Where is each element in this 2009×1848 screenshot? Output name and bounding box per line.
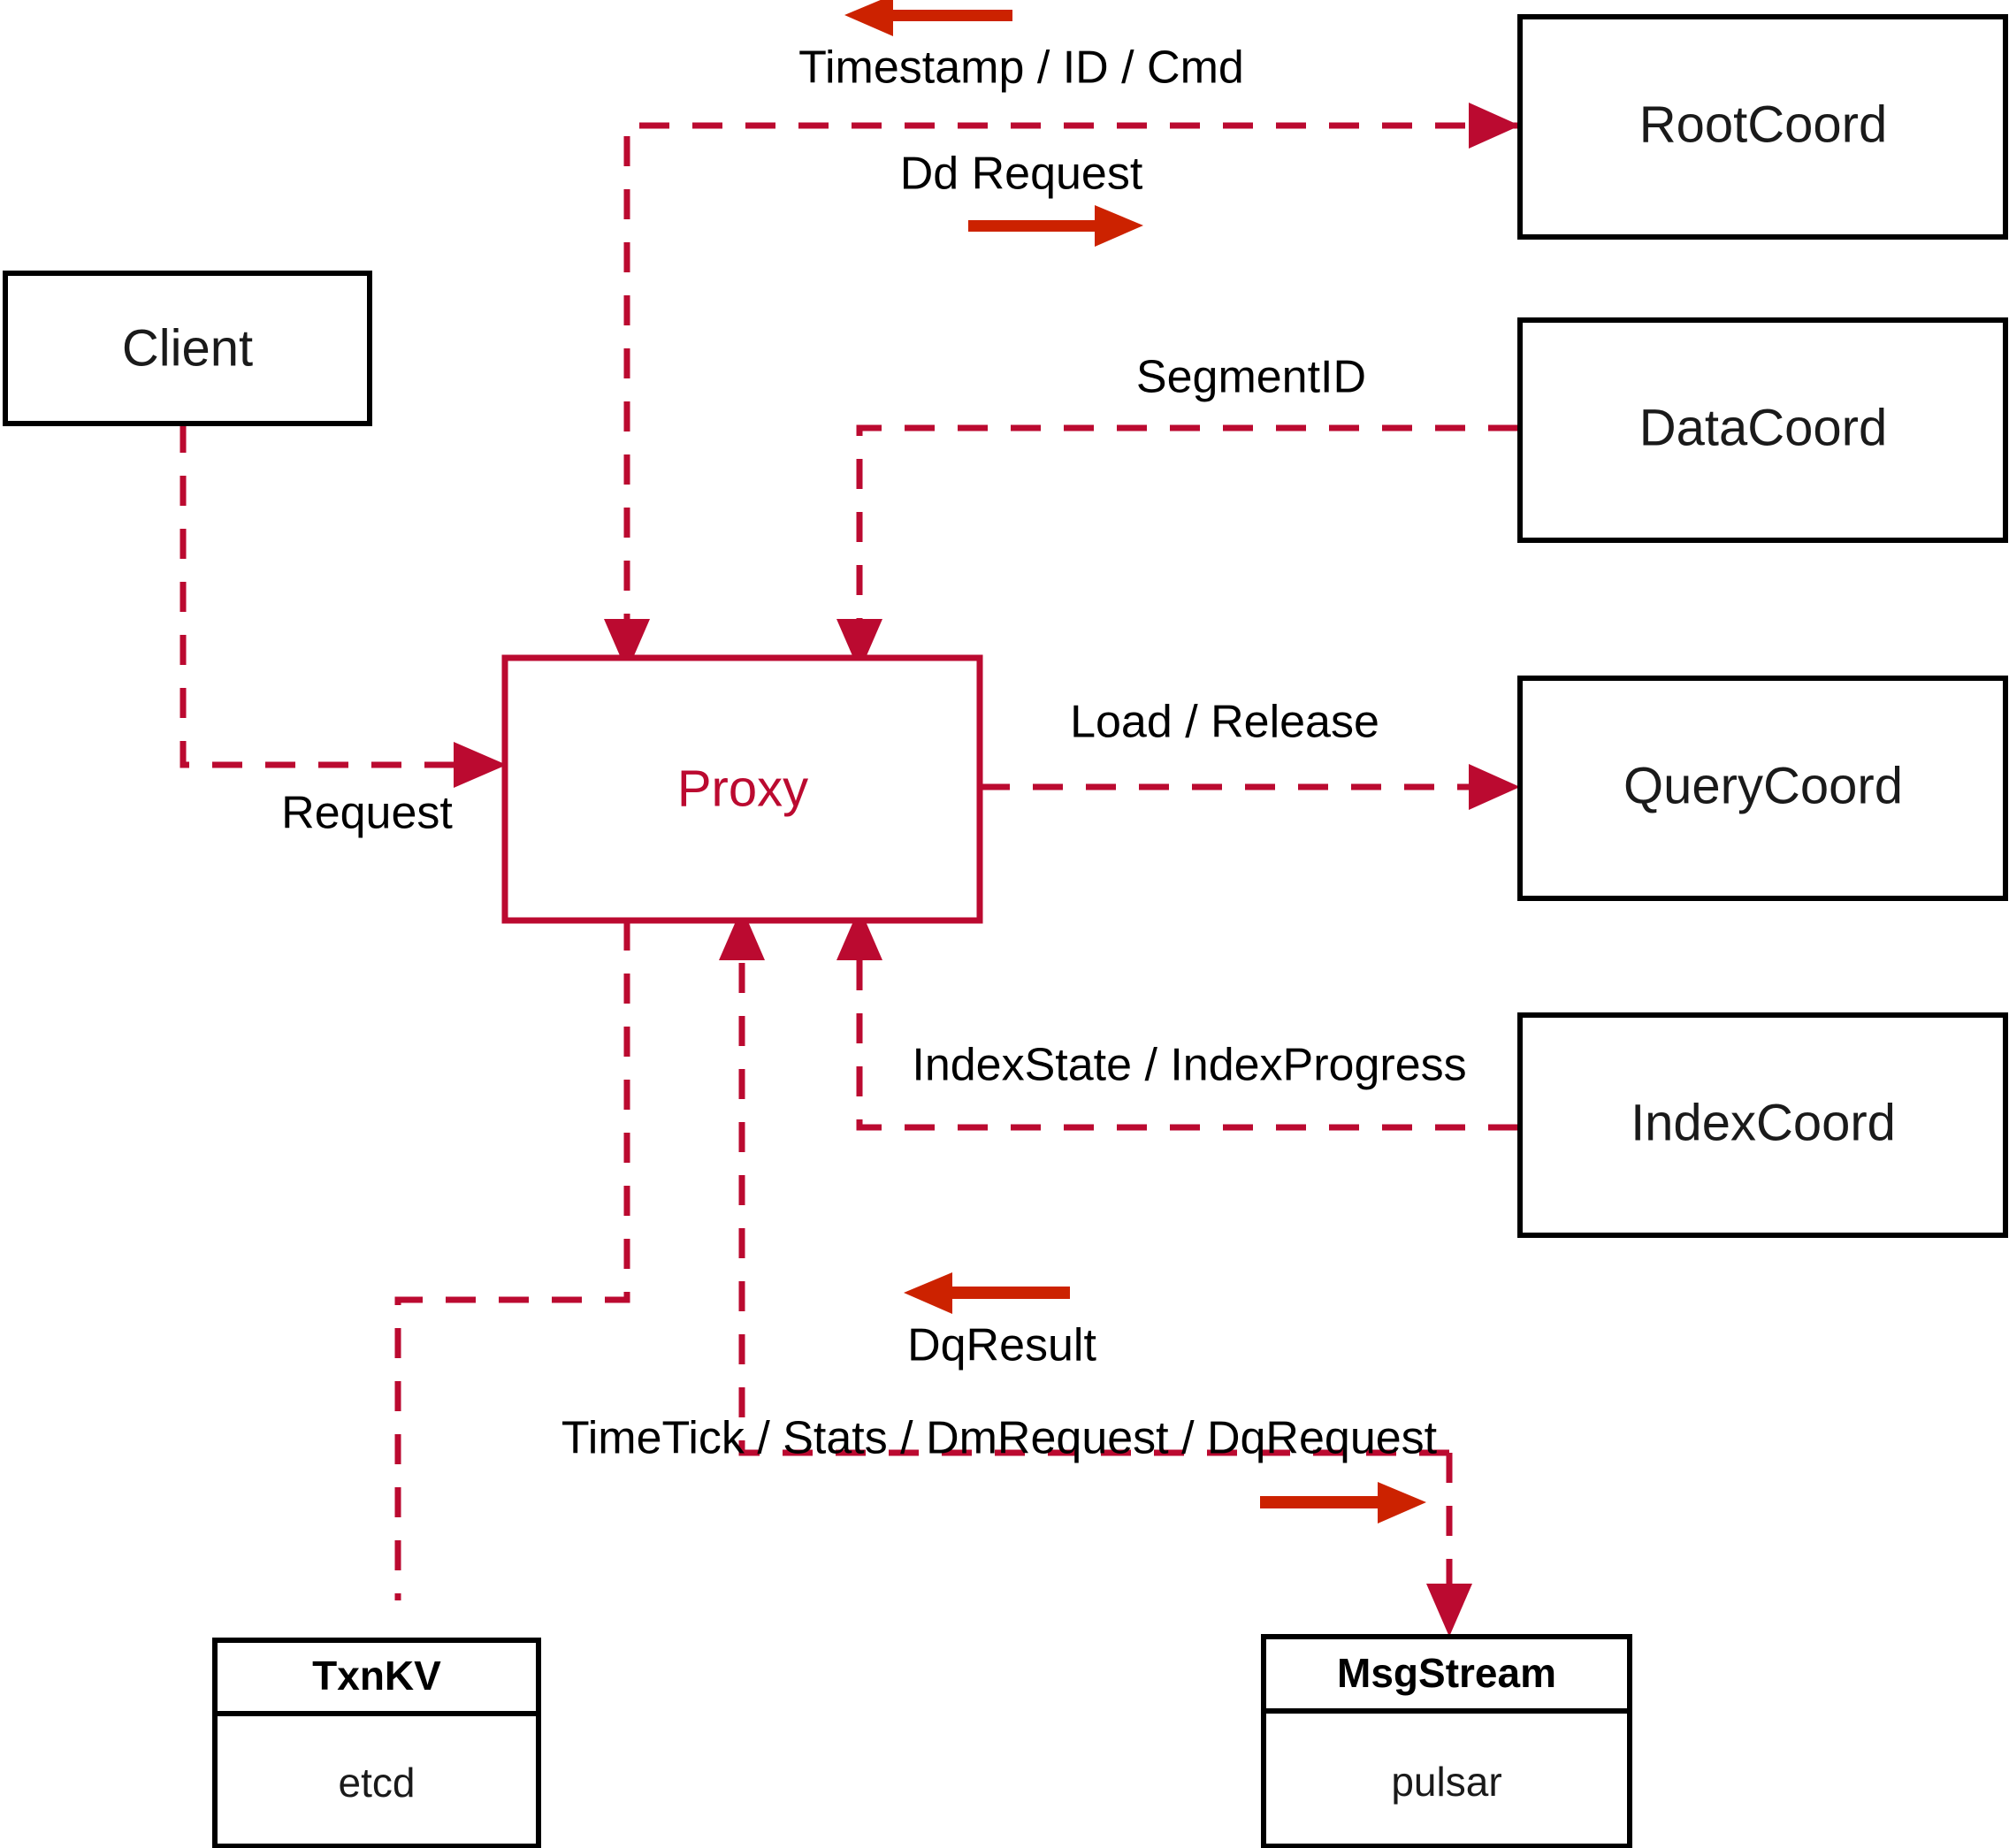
node-data-coord-label: DataCoord	[1639, 399, 1887, 456]
edge-path-timestamp-id-cmd	[623, 122, 1518, 630]
edge-label-dq-result: DqResult	[907, 1320, 1096, 1371]
node-root-coord[interactable]: RootCoord	[1517, 14, 2008, 240]
edge-path-index-state-progress	[856, 951, 1518, 1131]
node-root-coord-label: RootCoord	[1639, 95, 1887, 153]
edge-path-request	[180, 423, 464, 768]
arrowhead-dq-result	[719, 907, 765, 960]
edge-label-timestamp-id-cmd: Timestamp / ID / Cmd	[798, 42, 1244, 94]
edge-path-timetick-stats-dm-dq	[394, 920, 630, 1600]
node-msgstream-impl-label: pulsar	[1391, 1759, 1501, 1805]
node-client[interactable]: Client	[3, 271, 372, 426]
node-txnkv[interactable]: TxnKV etcd	[212, 1638, 541, 1848]
arrowhead-segment-id	[836, 619, 882, 672]
node-client-label: Client	[122, 319, 253, 377]
node-proxy[interactable]: Proxy	[501, 654, 983, 924]
arrowhead-timestamp-id-cmd	[604, 619, 650, 672]
edge-label-timetick-stats-dm-dq: TimeTick / Stats / DmRequest / DqRequest	[561, 1413, 1438, 1464]
arrowhead-dd-request	[1469, 103, 1520, 149]
arrowhead-index-state-progress	[836, 907, 882, 960]
edge-label-segment-id: SegmentID	[1136, 352, 1366, 403]
edge-label-dd-request: Dd Request	[900, 149, 1143, 200]
arrowhead-request	[454, 742, 507, 788]
node-index-coord[interactable]: IndexCoord	[1517, 1012, 2008, 1238]
node-txnkv-label: TxnKV	[312, 1653, 441, 1699]
edge-label-request: Request	[281, 788, 453, 839]
edge-label-index-state-progress: IndexState / IndexProgress	[912, 1040, 1466, 1091]
edge-path-dq-result	[738, 951, 1449, 1456]
node-index-coord-label: IndexCoord	[1631, 1094, 1896, 1151]
flow-arrow-dd-request	[968, 205, 1143, 247]
edge-path-segment-id	[856, 424, 1518, 630]
flow-arrow-timestamp-id-cmd	[844, 0, 1012, 36]
flow-arrow-dq-result	[904, 1272, 1070, 1314]
node-txnkv-impl-label: etcd	[339, 1760, 416, 1806]
edge-label-load-release: Load / Release	[1070, 697, 1379, 748]
node-proxy-label: Proxy	[677, 760, 808, 817]
flow-arrow-timetick-stats-dm-dq	[1260, 1482, 1426, 1523]
arrowhead-load-release	[1469, 764, 1520, 810]
node-data-coord[interactable]: DataCoord	[1517, 317, 2008, 543]
node-query-coord[interactable]: QueryCoord	[1517, 676, 2008, 901]
node-query-coord-label: QueryCoord	[1623, 757, 1903, 814]
arrowhead-msgstream	[1426, 1584, 1472, 1637]
node-msgstream-label: MsgStream	[1337, 1650, 1556, 1696]
node-msgstream[interactable]: MsgStream pulsar	[1261, 1634, 1632, 1848]
